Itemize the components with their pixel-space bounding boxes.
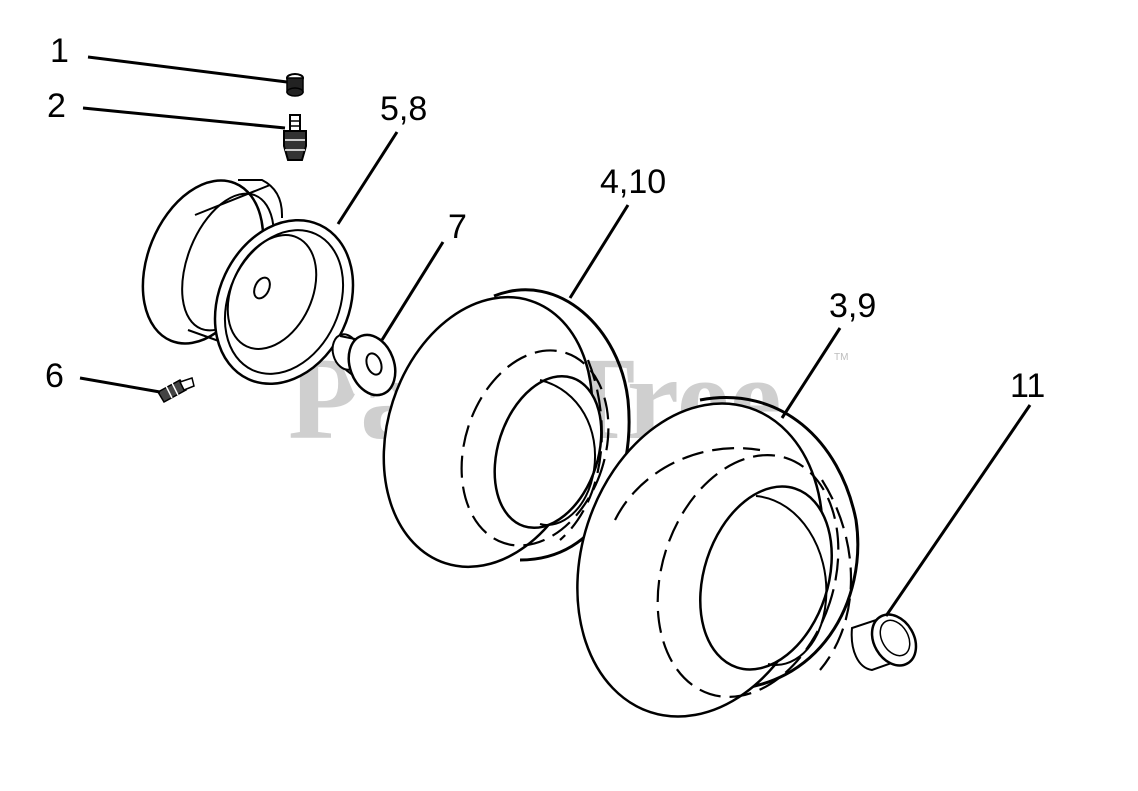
flanged-bushing-icon[interactable]	[329, 328, 403, 401]
leader-line-11	[884, 404, 1032, 617]
valve-stem-icon[interactable]	[283, 114, 307, 161]
leader-line-2	[82, 106, 286, 130]
leader-line-4-10	[568, 204, 630, 299]
callout-label[interactable]: 4,10	[600, 163, 666, 201]
callout-label[interactable]: 7	[448, 208, 467, 246]
leader-line-5-8	[336, 131, 399, 225]
tire-icon[interactable]	[350, 270, 632, 594]
callout-label[interactable]: 1	[50, 32, 69, 70]
leader-lines	[79, 55, 1032, 617]
leader-line-1	[87, 55, 288, 84]
callout-labels: 1 2 5,8 6 7 4,10 3,9 11	[45, 32, 1045, 405]
callout-label[interactable]: 3,9	[829, 287, 876, 325]
hub-cap-icon[interactable]	[850, 607, 925, 674]
tire-icon[interactable]	[538, 371, 868, 748]
watermark-trademark: TM	[834, 352, 848, 363]
callout-label[interactable]: 6	[45, 357, 64, 395]
valve-cap-icon[interactable]	[286, 73, 304, 97]
grease-fitting-icon[interactable]	[156, 377, 195, 404]
callout-label[interactable]: 2	[47, 87, 66, 125]
leader-line-3-9	[780, 327, 842, 419]
callout-label[interactable]: 5,8	[380, 90, 427, 128]
callout-label[interactable]: 11	[1010, 367, 1045, 405]
leader-line-7	[380, 241, 445, 341]
wheel-rim-icon[interactable]	[120, 163, 379, 407]
leader-line-6	[79, 376, 161, 394]
